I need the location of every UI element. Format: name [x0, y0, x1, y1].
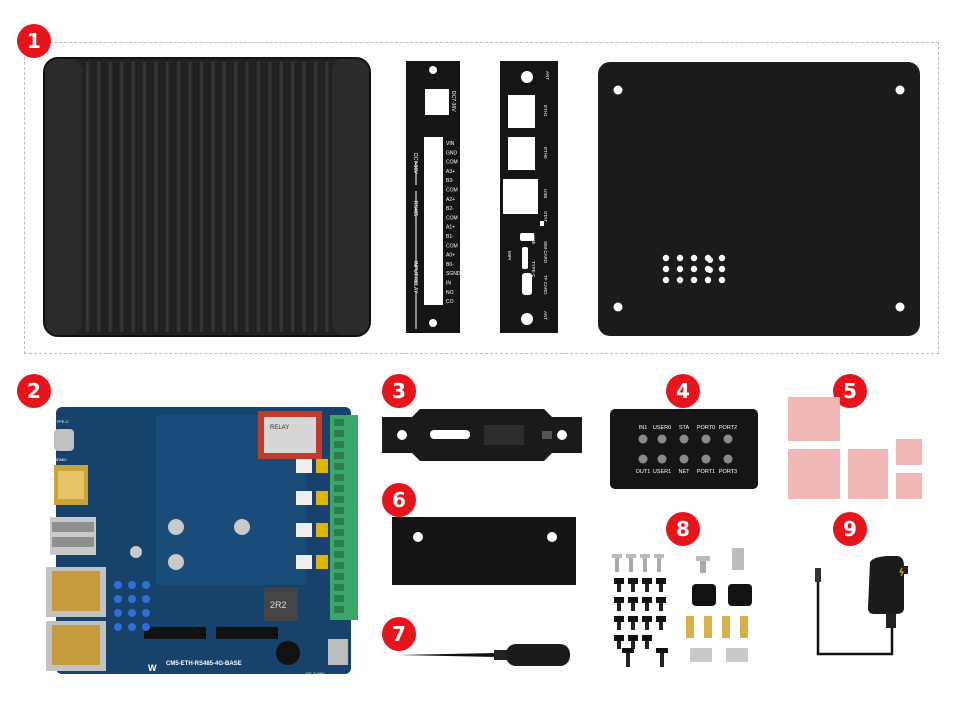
- svg-text:INPUT RELAY: INPUT RELAY: [412, 261, 418, 294]
- board-brand: Waveshare: [146, 674, 161, 678]
- front-panel-label: NO: [446, 290, 454, 296]
- front-panel-label: B1-: [446, 234, 454, 240]
- rear-panel-label: MIPI: [507, 251, 512, 260]
- front-panel-label: GND: [446, 150, 458, 156]
- badge-9: 9: [833, 512, 867, 546]
- rear-panel-label: USB: [543, 189, 548, 198]
- thermal-pads: [788, 397, 922, 499]
- svg-text:RELAY: RELAY: [270, 425, 289, 431]
- led-label: USER1: [653, 469, 671, 475]
- badge-1: 1: [17, 24, 51, 58]
- heatsink-case: [43, 57, 371, 337]
- rear-panel-label: TYPE-C: [531, 261, 536, 278]
- led-label: OUT1: [636, 469, 651, 475]
- rear-panel-label: STAT: [543, 211, 548, 222]
- board-power: DC 7~36V: [306, 671, 325, 676]
- rear-panel-label: ANT: [543, 311, 548, 320]
- badge-6: 6: [382, 483, 416, 517]
- front-panel-label: B0-: [446, 262, 454, 268]
- front-panel-label: COM: [446, 188, 458, 194]
- badge-8: 8: [666, 512, 700, 546]
- badge-3: 3: [382, 374, 416, 408]
- rear-panel-label: SIM CARD: [543, 241, 548, 264]
- badge-2: 2: [17, 374, 51, 408]
- front-panel: VIN GND COM A3+ B3- COM A2+ B2- COM A1+ B1- COM A0+ B…: [406, 61, 461, 333]
- svg-text:RS485: RS485: [412, 201, 418, 217]
- inductor-label: 2R2: [270, 600, 287, 610]
- base-plate: [598, 62, 920, 336]
- case-parts-frame: [24, 42, 939, 354]
- svg-text:DC7-36V: DC7-36V: [450, 91, 456, 112]
- led-label: PORT2: [719, 425, 737, 431]
- din-rail-clip: [382, 409, 582, 461]
- front-panel-label: SGND: [446, 271, 461, 277]
- power-adapter: [815, 556, 908, 656]
- svg-text:DC7-36V: DC7-36V: [412, 153, 418, 174]
- front-panel-label: IN: [446, 281, 451, 287]
- screw-kit: [612, 548, 752, 667]
- led-label: NET: [679, 469, 691, 475]
- led-label: USER0: [653, 425, 671, 431]
- badge-4: 4: [666, 374, 700, 408]
- front-panel-label: A1+: [446, 225, 455, 231]
- front-panel-label: COM: [446, 215, 458, 221]
- front-panel-label: B2-: [446, 206, 454, 212]
- front-panel-label: CO: [446, 299, 454, 305]
- cover-plate: [392, 517, 576, 585]
- rear-panel-label: TF CARD: [543, 275, 548, 295]
- board-name: CM5-ETH-RS485-4G-BASE: [166, 661, 242, 667]
- front-panel-label: A0+: [446, 253, 455, 259]
- front-panel-label: COM: [446, 243, 458, 249]
- rear-panel-label: ETH0: [543, 147, 548, 159]
- front-panel-label: COM: [446, 160, 458, 166]
- carrier-board: RELAY TYPE-C HDMI0 2R2 CM5-ETH-RS485-4G-…: [46, 407, 358, 678]
- front-panel-label: A3+: [446, 169, 455, 175]
- type-c-label: TYPE-C: [54, 419, 69, 424]
- led-label: IN1: [639, 425, 648, 431]
- front-panel-label: B3-: [446, 178, 454, 184]
- badge-7: 7: [382, 617, 416, 651]
- front-panel-label: A2+: [446, 197, 455, 203]
- led-label: PORT3: [719, 469, 737, 475]
- led-label: PORT1: [697, 469, 715, 475]
- rear-panel-label: ANT: [545, 71, 550, 80]
- hdmi-label: HDMI0: [54, 457, 67, 462]
- svg-text:W: W: [148, 663, 157, 673]
- led-label: PORT0: [697, 425, 715, 431]
- front-panel-label: VIN: [446, 141, 455, 147]
- rear-panel-label: ETH1: [543, 105, 548, 117]
- rear-panel-label: HDMI: [531, 233, 536, 245]
- led-label: STA: [679, 425, 690, 431]
- screwdriver: [398, 644, 570, 666]
